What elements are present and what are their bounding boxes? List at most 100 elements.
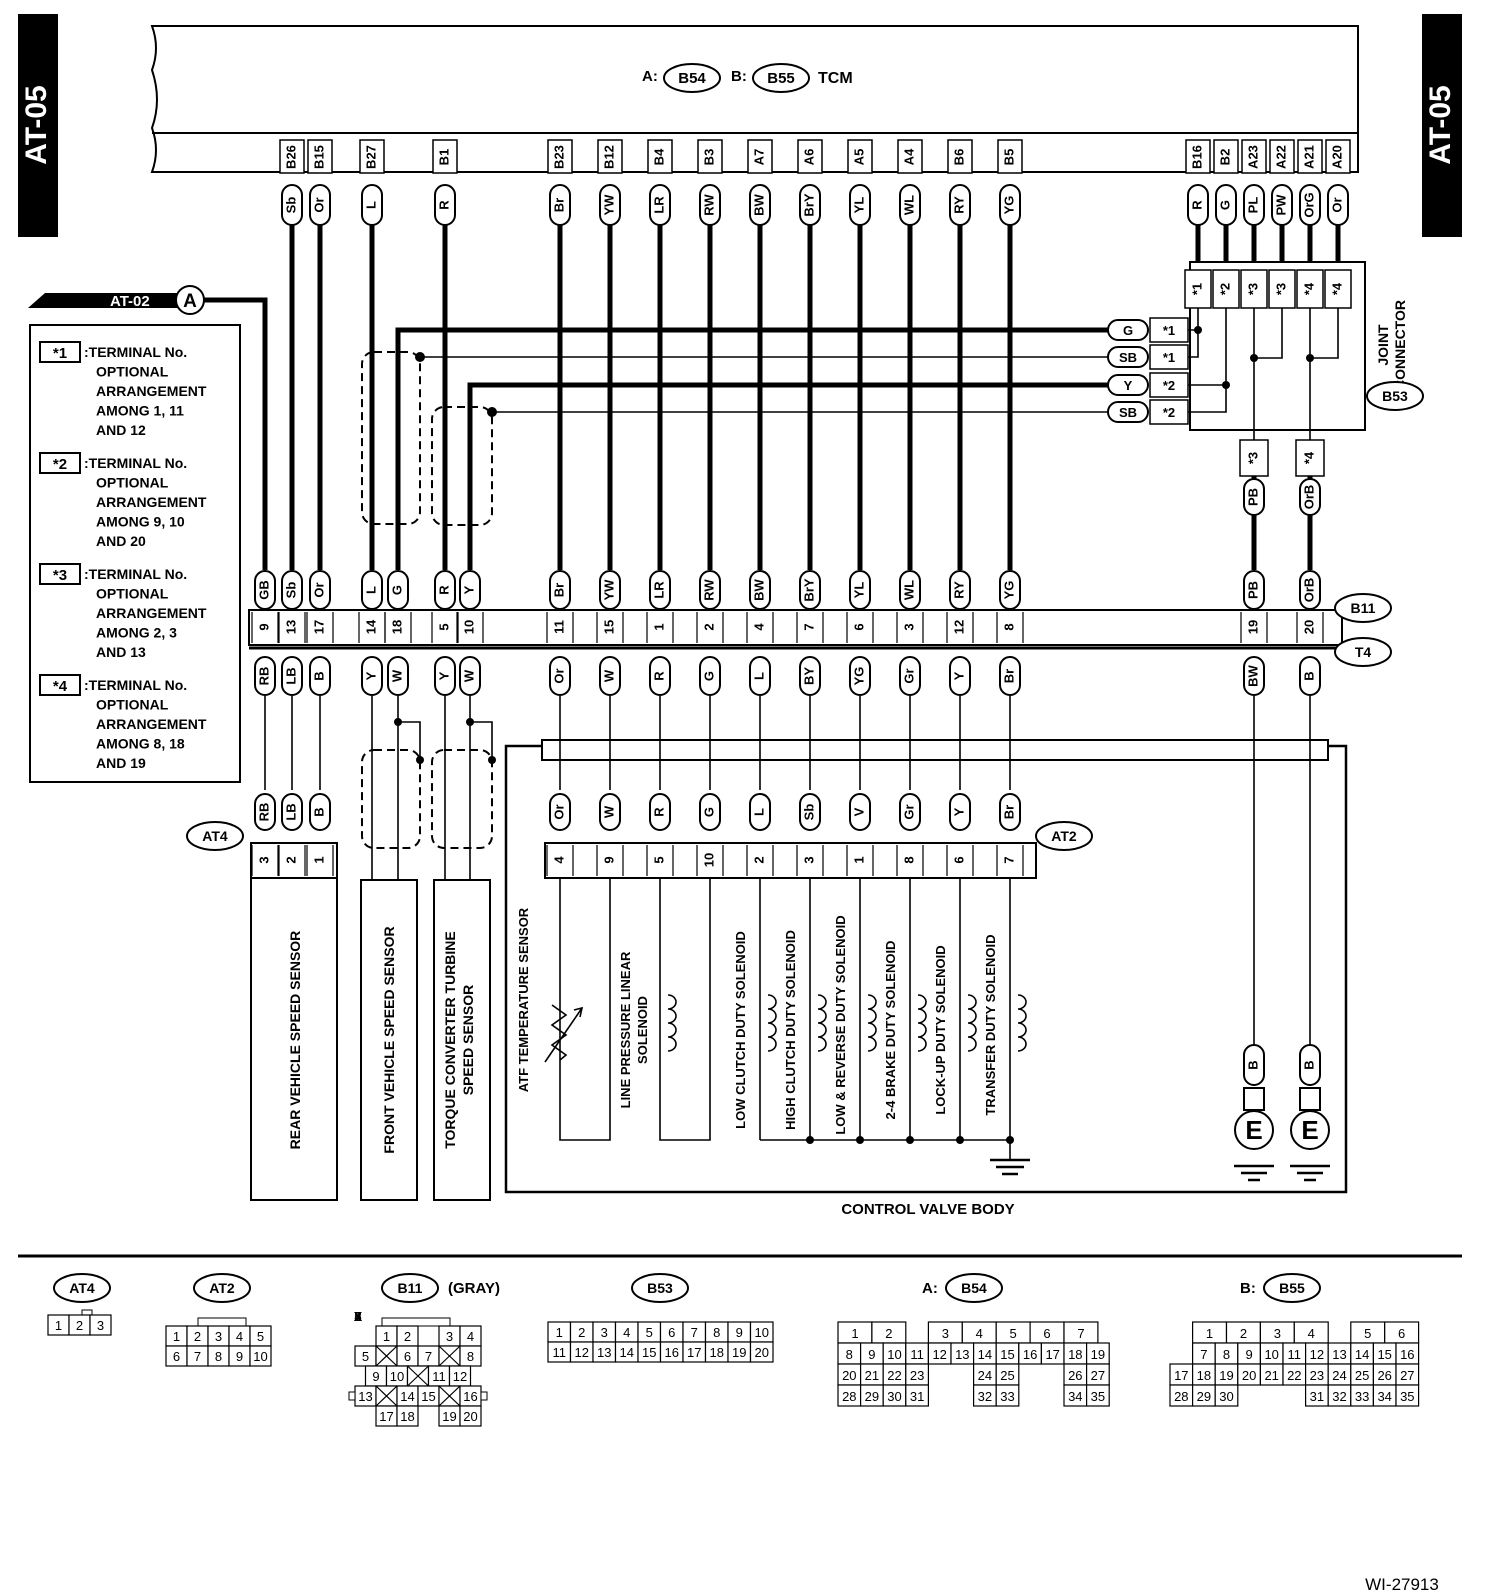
shield-turbine-lower [431,749,493,849]
joint-label-1: JOINT [1375,324,1391,366]
tcm-prefix-b: B: [731,68,747,85]
conn-at4-cell [89,1314,112,1336]
b11-wire-label: RY [951,581,966,599]
conn-at2-pin: 4 [236,1329,243,1344]
conn-b55-pin: 9 [1245,1347,1252,1362]
conn-b55-pin: 27 [1400,1368,1414,1383]
link-mark-circle [175,285,205,315]
tcm-pin-label: B4 [651,148,666,165]
conn-b54-pin: 29 [865,1389,879,1404]
legend-line: :TERMINAL No. [84,344,187,360]
b11-wire-label-pill [254,570,276,610]
conn-b54-pin: 10 [887,1347,901,1362]
shield-front-upper [361,351,421,525]
link-tab [28,293,185,308]
legend-line: AND 13 [96,644,146,660]
tcm-prefix-a: A: [642,68,658,85]
t4-wire-label-pill [699,656,721,696]
conn-at2-code: AT2 [209,1280,235,1296]
right-tab-label: AT-05 [1424,85,1457,164]
conn-at2-pin: 6 [173,1349,180,1364]
g-shield-wire [395,327,1108,570]
b11-wire-label: Sb [283,582,298,599]
conn-b11-pin: 1 [383,1329,390,1344]
unused-pin: 8 [354,1309,361,1324]
tcm-wire-label-pill [999,184,1021,226]
conn-b11-pin: 18 [400,1409,414,1424]
conn-b54-code-badge [945,1273,1003,1303]
conn-b53-pin: 19 [732,1345,746,1360]
tcm-wire-label-pill [599,184,621,226]
legend-line: AMONG 1, 11 [96,403,184,419]
conn-key [197,1317,247,1327]
at2-wire-label-pill [849,793,871,831]
joint-dot [1306,354,1314,362]
unused-pin: X [354,1309,363,1324]
legend-line: OPTIONAL [96,475,169,491]
at2-pin: 9 [601,856,616,863]
at2-pin: 5 [651,856,666,863]
conn-b11-blank [375,1345,398,1367]
b11-pin: 17 [311,620,326,634]
conn-b54-pin: 13 [955,1347,969,1362]
legend-line: OPTIONAL [96,586,169,602]
legend-line: ARRANGEMENT [96,605,207,621]
conn-at4-pin: 1 [55,1318,62,1333]
brake-24-label: 2-4 BRAKE DUTY SOLENOID [883,941,898,1120]
y-shield-wire [467,382,1108,570]
tcm-pin-cell [359,139,385,174]
conn-at2-pin: 5 [257,1329,264,1344]
tcm-pin-label: B1 [436,149,451,166]
conn-b53-pin: 15 [642,1345,656,1360]
solenoid-coil-icon [817,994,827,1052]
conn-b55-cell [1395,1384,1420,1407]
conn-at4-pin: 2 [76,1318,83,1333]
b11-pin: 5 [436,623,451,630]
conn-b53-code-badge [631,1273,689,1303]
conn-b55-pin: 3 [1274,1326,1281,1341]
tcm-code-b-badge [752,63,810,93]
b11-wire-label-pill [599,570,621,610]
right-tab [1422,14,1462,237]
cvb-bus-bar [541,739,1329,761]
conn-b54-pin: 16 [1023,1347,1037,1362]
t4-wire-label-pill [549,656,571,696]
conn-b11-pin: 8 [467,1349,474,1364]
tcm-pin-label: B3 [701,149,716,166]
b11-pin: 2 [701,623,716,630]
b11-wire-label-pill [1243,570,1265,610]
conn-b53-pin: 6 [668,1325,675,1340]
t4-wire-label-pill [949,656,971,696]
conn-b54-pin: 32 [978,1389,992,1404]
b11-pin: 8 [1001,623,1016,630]
conn-b11-pin: 10 [390,1369,404,1384]
conn-b11-pin: 20 [463,1409,477,1424]
turbine-speed-sensor-box [433,879,491,1201]
conn-b54-pin: 26 [1068,1368,1082,1383]
at2-wire-label-pill [799,793,821,831]
conn-b55-pin: 12 [1310,1347,1324,1362]
t4-code: T4 [1355,644,1372,660]
tcm-pin-cell [1241,139,1267,174]
conn-b55-pin: 4 [1308,1326,1315,1341]
at2-wire-label-pill [999,793,1021,831]
line-pressure-wire [659,878,711,1141]
t4-wire-label-pill [361,656,383,696]
shield-drain [398,721,421,760]
conn-b53-pin: 12 [575,1345,589,1360]
legend-line: AND 12 [96,422,146,438]
b11-wire-label: BrY [801,578,816,601]
conn-b54-pin: 18 [1068,1347,1082,1362]
conn-b53-pin: 18 [710,1345,724,1360]
tcm-wire-label: L [363,201,378,209]
conn-b11-pin: 11 [432,1369,446,1384]
tcm-wire-label-pill [1215,184,1237,226]
t4-wire-label: Gr [901,668,916,683]
conn-b55-prefix: B: [1240,1280,1256,1297]
joint-top-cell [1296,269,1324,309]
joint-top-cell [1240,269,1268,309]
tcm-pin-label: B2 [1217,149,1232,166]
joint-top-mark: *3 [1245,283,1260,295]
b11-wire-label: RW [701,579,716,601]
